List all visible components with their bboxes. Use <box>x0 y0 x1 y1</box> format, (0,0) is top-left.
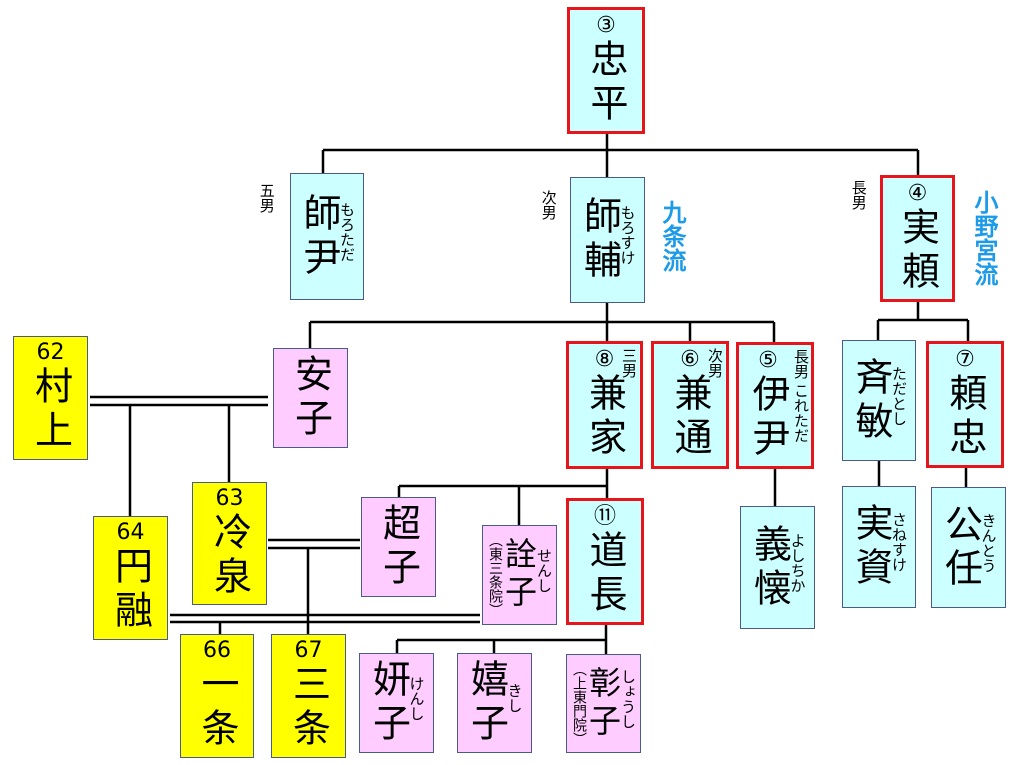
person-name: 村上 <box>28 366 73 454</box>
reading: せんし <box>535 547 553 593</box>
person-name: 頼忠 <box>943 372 987 461</box>
person-name: 一条 <box>195 664 239 752</box>
person-name: 義懐 <box>747 523 792 612</box>
node-shoshi: （上東門院）彰子しょうし <box>566 654 641 753</box>
reading: しょうし <box>619 668 637 729</box>
title: （東三条院） <box>487 533 503 617</box>
node-kishi: 嬉子きし <box>457 653 532 753</box>
reading: これただ <box>792 383 810 443</box>
reading: きんとう <box>979 512 998 573</box>
person-name: 安子 <box>288 354 333 442</box>
person-name: 実頼 <box>895 206 940 295</box>
person-name: 超子 <box>376 503 421 591</box>
person-name: 円融 <box>108 546 153 634</box>
node-anshi: 安子 <box>273 348 348 448</box>
person-name: 妍子 <box>366 659 411 747</box>
person-name: 斉敏 <box>849 356 893 445</box>
emperor-number: 67 <box>294 638 323 663</box>
birth-order-label: 次男 <box>539 190 558 220</box>
node-sanesuke: 実資さねすけ <box>842 486 916 608</box>
person-name: 師尹 <box>297 192 341 281</box>
rank-number: ⑤ <box>758 347 778 373</box>
node-kenshi: 妍子けんし <box>359 653 434 753</box>
node-choshi: 超子 <box>361 497 436 597</box>
reading: よしちか <box>788 532 807 593</box>
person-name: 彰子 <box>584 665 622 742</box>
emperor-number: 63 <box>215 485 244 511</box>
rank-number: ⑪ <box>593 503 616 529</box>
node-morosuke: 師輔もろすけ <box>570 177 645 303</box>
reading: もろすけ <box>618 205 637 265</box>
person-name: 忠平 <box>584 38 628 127</box>
rank-number: ⑦ <box>955 346 975 372</box>
person-name: 師輔 <box>577 196 622 284</box>
person-name: 公任 <box>938 503 983 592</box>
emperor-number: 62 <box>36 340 65 365</box>
birth-order-label: 次男 <box>706 348 724 378</box>
rank-number: ③ <box>596 12 616 38</box>
person-name: 冷泉 <box>207 511 252 600</box>
person-name: 三条 <box>286 664 331 752</box>
node-morotada: 師尹もろただ <box>290 173 364 300</box>
person-name: 嬉子 <box>464 659 509 747</box>
emperor-number: 66 <box>203 638 231 663</box>
school-label-onomiya: 小野宮流 <box>970 190 998 286</box>
person-name: 兼家 <box>582 373 627 461</box>
school-label-kujo: 九条流 <box>658 200 686 272</box>
rank-number: ⑧ <box>594 347 615 372</box>
emperor-number: 64 <box>116 520 145 545</box>
node-kinto: 公任きんとう <box>931 487 1006 608</box>
person-name: 伊尹 <box>746 373 790 462</box>
title: （上東門院） <box>571 661 587 746</box>
person-name: 兼通 <box>668 373 712 461</box>
reading: きし <box>505 683 524 713</box>
rank-number: ④ <box>907 180 928 206</box>
birth-order-label: 五男 <box>257 183 276 213</box>
person-name: 実資 <box>849 503 893 591</box>
node-senshi: （東三条院）詮子せんし <box>482 525 557 625</box>
reading: ただとし <box>890 365 908 426</box>
birth-order-label: 三男 <box>620 348 638 378</box>
birth-order-label: 長男 <box>792 349 810 379</box>
birth-order-label: 長男 <box>849 180 868 210</box>
person-name: 道長 <box>583 529 627 618</box>
reading: もろただ <box>338 201 356 262</box>
node-tadatoshi: 斉敏ただとし <box>842 340 916 461</box>
reading: けんし <box>407 675 426 721</box>
reading: さねすけ <box>890 512 908 572</box>
person-name: 詮子 <box>500 537 538 613</box>
node-yoshichika: 義懐よしちか <box>740 506 815 629</box>
rank-number: ⑥ <box>680 347 700 372</box>
